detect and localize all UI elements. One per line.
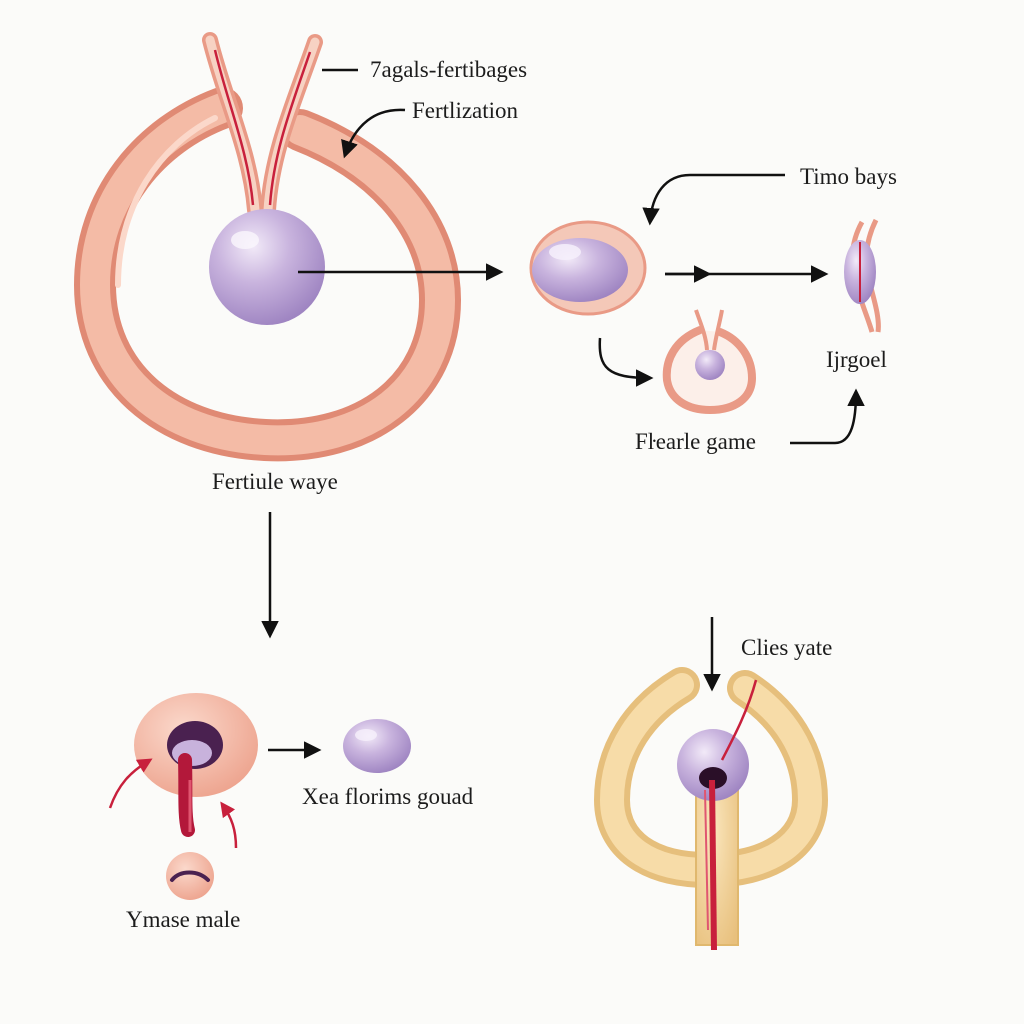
arrow-timo-bays (642, 173, 785, 226)
ovum-large (209, 209, 325, 325)
small-uterus-cell (662, 309, 757, 415)
yellow-uterus-structure (593, 667, 829, 951)
label-ymase-male: Ymase male (126, 907, 241, 932)
large-uterus-structure (73, 87, 462, 462)
label-clies-yate: Clies yate (741, 635, 833, 660)
label-xea-florims: Xea florims gouad (302, 784, 474, 809)
red-arrow-left (108, 758, 153, 809)
arrow-to-small-uterus (598, 337, 654, 387)
arrow-fertilization (341, 108, 406, 159)
small-pink-cell (166, 852, 214, 900)
pink-cell-bottom (134, 693, 258, 837)
label-ijrgoel: Ijrgoel (826, 347, 887, 372)
zygote-small (844, 218, 881, 333)
middle-oval-cell (529, 220, 647, 316)
arrow-female-to-ijrgoel (790, 388, 865, 445)
red-arrow-right (220, 801, 238, 849)
label-timo-bays: Timo bays (800, 164, 897, 189)
label-fertilization: Fertlization (412, 98, 519, 123)
label-fertiule-waye: Fertiule waye (212, 469, 338, 494)
small-ovum (343, 719, 411, 773)
fallopian-tubes (202, 32, 323, 218)
label-top-left: 7agals-fertibages (370, 57, 528, 82)
label-female-game: Fŀearle game (635, 429, 756, 454)
